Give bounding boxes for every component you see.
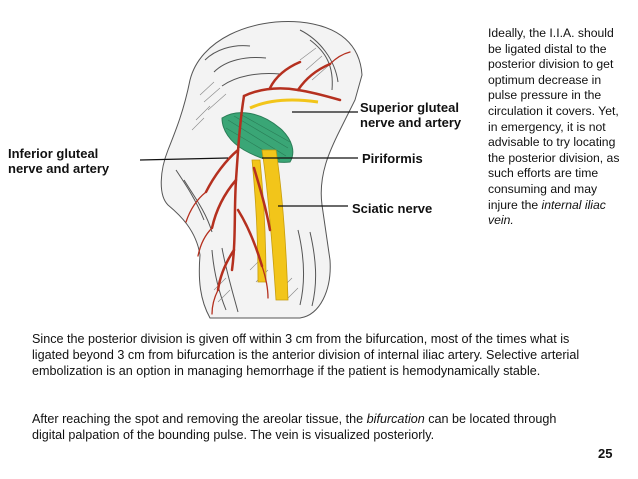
- small-arteries: [185, 51, 351, 315]
- leader-lines: [139, 111, 358, 207]
- body-paragraph-2: After reaching the spot and removing the…: [32, 412, 592, 444]
- side-note: Ideally, the I.I.A. should be ligated di…: [488, 26, 628, 229]
- label-superior-line1: Superior gluteal: [360, 100, 459, 115]
- label-superior-line2: nerve and artery: [360, 115, 462, 130]
- arteries: [204, 60, 342, 292]
- label-sciatic-nerve: Sciatic nerve: [352, 201, 433, 216]
- sciatic-nerve: [261, 149, 289, 301]
- anatomy-illustration: [139, 21, 363, 319]
- label-inferior-line2: nerve and artery: [8, 161, 110, 176]
- label-superior-gluteal: Superior gluteal nerve and artery: [360, 100, 490, 130]
- side-note-emphasis: internal iliac vein.: [488, 197, 606, 228]
- para2-start: After reaching the spot and removing the…: [32, 412, 367, 426]
- para2-end: can be located through digital palpation…: [32, 412, 557, 442]
- label-piriformis: Piriformis: [362, 151, 423, 166]
- superior-gluteal-nerve: [249, 98, 319, 110]
- side-note-text: Ideally, the I.I.A. should be ligated di…: [488, 26, 620, 212]
- body-paragraph-1: Since the posterior division is given of…: [32, 332, 580, 378]
- label-inferior-gluteal: Inferior gluteal nerve and artery: [8, 146, 148, 176]
- label-inferior-line1: Inferior gluteal: [8, 146, 99, 161]
- page-number: 25: [598, 446, 613, 461]
- para2-emphasis: bifurcation: [366, 412, 425, 426]
